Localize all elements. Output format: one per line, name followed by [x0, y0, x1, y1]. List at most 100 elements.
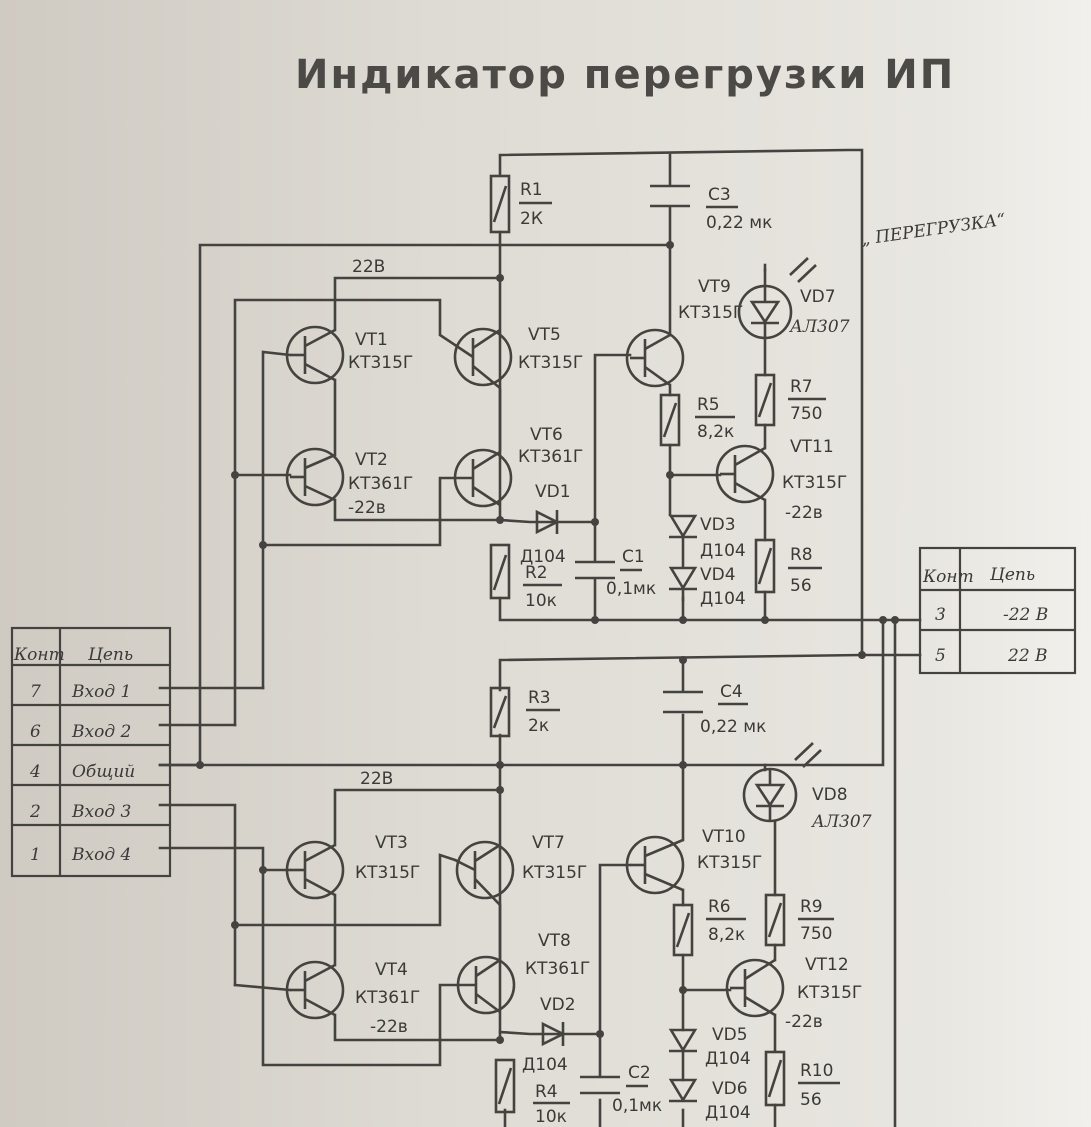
svg-text:Д104: Д104	[700, 589, 746, 609]
svg-text:VT11: VT11	[790, 437, 834, 457]
wire	[498, 148, 864, 657]
svg-text:0,22 мк: 0,22 мк	[700, 717, 766, 737]
svg-text:Д104: Д104	[700, 541, 746, 561]
svg-text:Вход 4: Вход 4	[71, 845, 131, 865]
left-table-connections	[158, 686, 265, 767]
resistor-r2: R2 10к	[489, 543, 562, 611]
svg-text:R3: R3	[528, 688, 551, 708]
svg-text:C4: C4	[720, 682, 743, 702]
svg-text:56: 56	[790, 576, 812, 596]
table-row: 1 Вход 4	[30, 845, 131, 865]
resistor-r6: R6 8,2к	[672, 897, 746, 957]
transistor-vt2: VT2 КТ361Г -22в	[285, 447, 413, 518]
svg-text:КТ361Г: КТ361Г	[518, 447, 583, 467]
svg-text:VD1: VD1	[535, 482, 571, 502]
svg-text:2: 2	[29, 802, 41, 822]
transistor-vt4: VT4 КТ361Г -22в	[285, 960, 420, 1037]
svg-text:22 В: 22 В	[1007, 646, 1048, 666]
svg-text:КТ315Г: КТ315Г	[355, 863, 420, 883]
diode-vd6: VD6 Д104	[668, 1078, 751, 1123]
svg-text:VT3: VT3	[375, 833, 408, 853]
right-table-header-net: Цепь	[989, 565, 1035, 585]
svg-text:Д104: Д104	[522, 1055, 568, 1075]
svg-text:Д104: Д104	[705, 1103, 751, 1123]
transistor-vt6: VT6 КТ361Г	[453, 425, 583, 508]
svg-text:Д104: Д104	[520, 547, 566, 567]
resistor-r8: R8 56	[754, 538, 822, 596]
svg-text:C1: C1	[622, 547, 645, 567]
svg-text:VD6: VD6	[712, 1079, 748, 1099]
svg-text:Общий: Общий	[72, 762, 135, 782]
svg-text:8,2к: 8,2к	[697, 422, 734, 442]
svg-text:0,22 мк: 0,22 мк	[706, 213, 772, 233]
svg-text:-22в: -22в	[348, 498, 386, 518]
svg-text:Вход 2: Вход 2	[71, 722, 131, 742]
transistor-vt5: VT5 КТ315Г	[453, 325, 583, 390]
svg-text:КТ361Г: КТ361Г	[355, 988, 420, 1008]
svg-text:КТ315Г: КТ315Г	[797, 983, 862, 1003]
svg-text:АЛ307: АЛ307	[789, 317, 850, 337]
svg-text:VT8: VT8	[538, 931, 571, 951]
svg-text:VD3: VD3	[700, 515, 736, 535]
resistor-r10: R10 56	[764, 1050, 840, 1110]
table-row: 6 Вход 2	[30, 722, 131, 742]
svg-text:3: 3	[935, 605, 946, 625]
svg-text:VD5: VD5	[712, 1025, 748, 1045]
svg-text:5: 5	[935, 646, 946, 666]
svg-text:1: 1	[30, 845, 41, 865]
resistor-r5: R5 8,2к	[659, 393, 735, 447]
transistor-vt3: VT3 КТ315Г	[285, 833, 420, 900]
svg-text:R7: R7	[790, 377, 813, 397]
svg-text:-22в: -22в	[370, 1017, 408, 1037]
svg-text:VT10: VT10	[702, 827, 746, 847]
transistor-vt12: VT12 КТ315Г -22в	[725, 955, 862, 1032]
table-row: 2 Вход 3	[29, 802, 131, 822]
svg-text:КТ315Г: КТ315Г	[348, 353, 413, 373]
svg-text:R2: R2	[525, 563, 548, 583]
table-row: 7 Вход 1	[30, 682, 131, 702]
svg-text:КТ315Г: КТ315Г	[522, 863, 587, 883]
diode-vd1: VD1 Д104	[520, 482, 571, 567]
svg-text:КТ315Г: КТ315Г	[782, 473, 847, 493]
svg-text:VT5: VT5	[528, 325, 561, 345]
svg-text:VT1: VT1	[355, 330, 388, 350]
svg-text:750: 750	[790, 404, 822, 424]
led-vd7: VD7 АЛ307	[737, 257, 850, 340]
transistor-vt10: VT10 КТ315Г	[625, 827, 762, 895]
left-table-header-net: Цепь	[87, 645, 133, 665]
svg-text:R10: R10	[800, 1061, 833, 1081]
svg-text:4: 4	[29, 762, 41, 782]
svg-text:R4: R4	[535, 1082, 558, 1102]
svg-text:R9: R9	[800, 897, 823, 917]
svg-text:VD7: VD7	[800, 287, 836, 307]
diode-vd3: VD3 Д104	[668, 514, 746, 569]
svg-text:VT7: VT7	[532, 833, 565, 853]
capacitor-c2: C2 0,1мк	[580, 1063, 662, 1116]
left-table-header-pin: Конт	[13, 645, 65, 665]
svg-text:R5: R5	[697, 395, 720, 415]
svg-text:VD4: VD4	[700, 565, 736, 585]
svg-text:КТ315Г: КТ315Г	[678, 303, 743, 323]
svg-text:VD2: VD2	[540, 995, 576, 1015]
svg-text:КТ315Г: КТ315Г	[518, 353, 583, 373]
svg-text:0,1мк: 0,1мк	[612, 1096, 662, 1116]
svg-text:VT2: VT2	[355, 450, 388, 470]
svg-text:C2: C2	[628, 1063, 651, 1083]
transistor-vt8: VT8 КТ361Г	[456, 931, 590, 1015]
svg-text:-22 В: -22 В	[1003, 605, 1048, 625]
capacitor-c4: C4 0,22 мк	[663, 682, 766, 737]
right-connector-table: Конт Цепь 3 -22 В 5 22 В	[918, 546, 1077, 675]
svg-text:2К: 2К	[520, 209, 543, 229]
diode-vd2: VD2 Д104	[522, 995, 576, 1075]
svg-text:КТ361Г: КТ361Г	[348, 474, 413, 494]
svg-text:АЛ307: АЛ307	[811, 812, 872, 832]
resistor-r4: R4 10к	[494, 1058, 570, 1127]
svg-text:Д104: Д104	[705, 1049, 751, 1069]
diode-vd5: VD5 Д104	[668, 1025, 751, 1082]
svg-text:R8: R8	[790, 545, 813, 565]
overload-label: „ ПЕРЕГРУЗКА“	[860, 210, 1007, 250]
resistor-r1: R1 2К	[489, 174, 552, 234]
transistor-vt9: VT9 КТ315Г	[625, 277, 743, 388]
svg-text:10к: 10к	[535, 1107, 567, 1127]
